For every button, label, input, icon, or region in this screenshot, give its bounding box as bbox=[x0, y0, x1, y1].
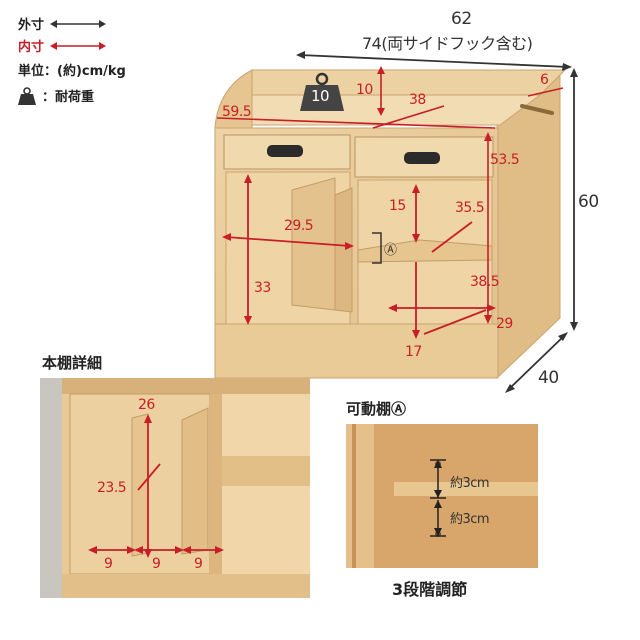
detail-title: 本棚詳細 bbox=[42, 354, 103, 372]
cabinet-base bbox=[214, 323, 499, 379]
dim-lower-w: 29 bbox=[496, 316, 513, 332]
movable-step-2: 約3cm bbox=[450, 512, 490, 527]
dim-lower-h: 38.5 bbox=[470, 274, 500, 290]
shelf-marker: Ⓐ bbox=[384, 243, 397, 258]
detail-gap-2: 9 bbox=[152, 556, 161, 572]
dim-top-guard: 10 bbox=[356, 82, 373, 98]
legend-unit: 単位：(約)cm/kg bbox=[18, 60, 126, 79]
movable-title: 可動棚Ⓐ bbox=[346, 400, 407, 418]
drawer-left-handle bbox=[267, 145, 303, 157]
detail-height-total: 26 bbox=[138, 397, 155, 413]
legend-unit-label: 単位：(約)cm/kg bbox=[18, 64, 126, 79]
dim-hook: 6 bbox=[540, 72, 549, 88]
detail-height-inner: 23.5 bbox=[97, 480, 127, 496]
dim-outer-width-incl: 74(両サイドフック含む) bbox=[362, 34, 533, 53]
dim-load: 10 bbox=[311, 87, 330, 105]
dim-top-tray-d: 38 bbox=[409, 92, 426, 108]
legend-weight: ：耐荷重 bbox=[18, 86, 94, 105]
weight-icon bbox=[18, 86, 36, 105]
cabinet-left-guard bbox=[214, 69, 253, 129]
movable-photo bbox=[346, 424, 538, 568]
movable-shelf bbox=[357, 239, 493, 263]
movable-footer: 3段階調節 bbox=[392, 580, 468, 599]
dim-height: 60 bbox=[578, 192, 599, 212]
dim-shelf-h: 15 bbox=[389, 198, 406, 214]
dim-outer-width: 62 bbox=[451, 9, 472, 29]
legend-weight-label: ：耐荷重 bbox=[42, 90, 95, 105]
legend-inner: 内寸 bbox=[18, 36, 107, 55]
dim-inner-h-left: 33 bbox=[254, 280, 271, 296]
legend-outer: 外寸 bbox=[18, 14, 107, 33]
dim-lower-d: 17 bbox=[405, 344, 422, 360]
movable-step-1: 約3cm bbox=[450, 476, 490, 491]
dim-top-tray-w: 59.5 bbox=[222, 104, 252, 120]
side-hook bbox=[520, 104, 554, 115]
dim-divider-w: 29.5 bbox=[284, 218, 314, 234]
outer-arrow-icon bbox=[50, 19, 107, 28]
drawer-right-handle bbox=[404, 152, 440, 164]
cabinet-top-guard bbox=[223, 69, 567, 96]
dim-shelf-depth: 35.5 bbox=[455, 200, 485, 216]
dim-inner-h-right: 53.5 bbox=[490, 152, 520, 168]
detail-gap-1: 9 bbox=[104, 556, 113, 572]
detail-photo bbox=[40, 378, 310, 598]
legend-inner-label: 内寸 bbox=[18, 40, 45, 55]
inner-arrow-icon bbox=[50, 41, 107, 50]
drawer-left bbox=[223, 134, 351, 170]
divider-2 bbox=[334, 187, 353, 313]
legend-outer-label: 外寸 bbox=[18, 18, 45, 33]
detail-gap-3: 9 bbox=[194, 556, 203, 572]
dim-depth: 40 bbox=[538, 368, 559, 388]
